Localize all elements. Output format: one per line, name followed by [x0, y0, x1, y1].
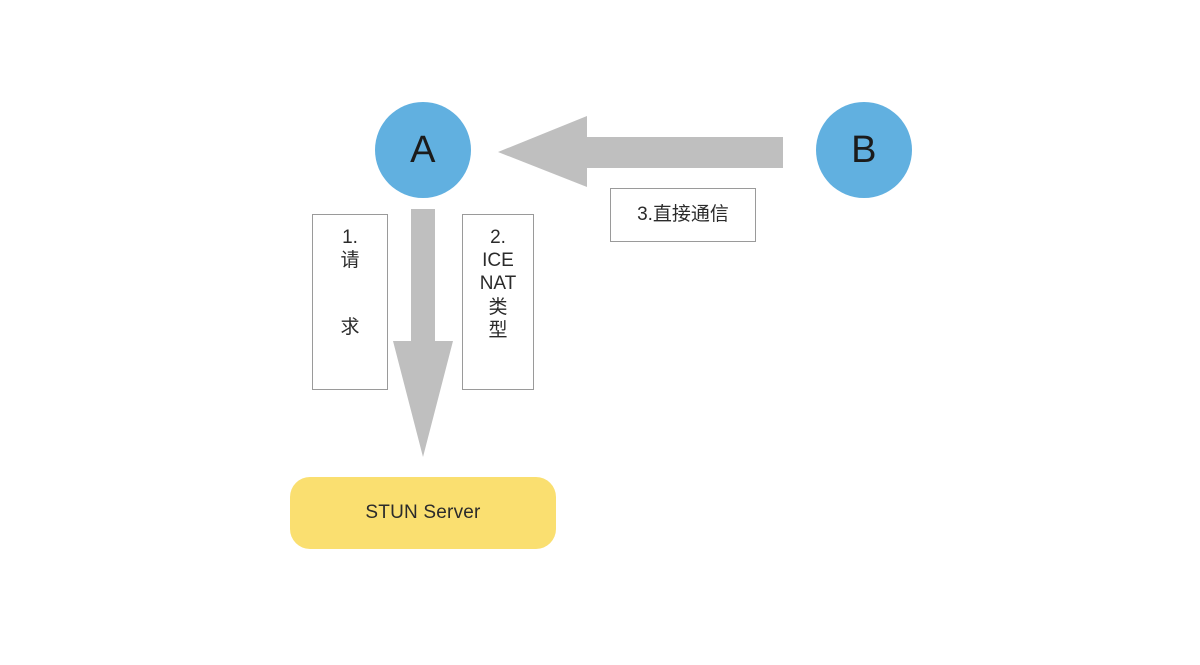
annotation-request-line-3: 求 — [340, 317, 360, 339]
arrow-a-to-stun-shape — [393, 209, 453, 457]
annotation-box-direct-comm: 3.直接通信 — [610, 188, 756, 242]
annotation-request-line-2: 请 — [340, 250, 360, 272]
annotation-direct-line-1: 3.直接通信 — [637, 204, 729, 226]
annotation-ice-line-3: NAT — [479, 273, 517, 295]
node-peer-a[interactable]: A — [375, 102, 471, 198]
node-stun-server[interactable]: STUN Server — [290, 477, 556, 549]
node-peer-b[interactable]: B — [816, 102, 912, 198]
annotation-box-ice-nat: 2. ICE NAT 类 型 — [462, 214, 534, 390]
arrow-a-to-stun — [393, 209, 453, 457]
arrow-b-to-a — [498, 116, 783, 187]
annotation-ice-line-4: 类 — [488, 296, 508, 318]
node-peer-a-label: A — [410, 129, 436, 171]
annotation-ice-line-1: 2. — [490, 227, 506, 248]
annotation-request-line-1: 1. — [342, 227, 358, 248]
node-stun-server-label: STUN Server — [365, 502, 481, 523]
annotation-box-request: 1. 请 求 — [312, 214, 388, 390]
annotation-ice-line-2: ICE — [482, 250, 514, 272]
annotation-ice-line-5: 型 — [488, 319, 508, 341]
node-peer-b-label: B — [851, 129, 877, 171]
arrow-b-to-a-shape — [498, 116, 783, 187]
